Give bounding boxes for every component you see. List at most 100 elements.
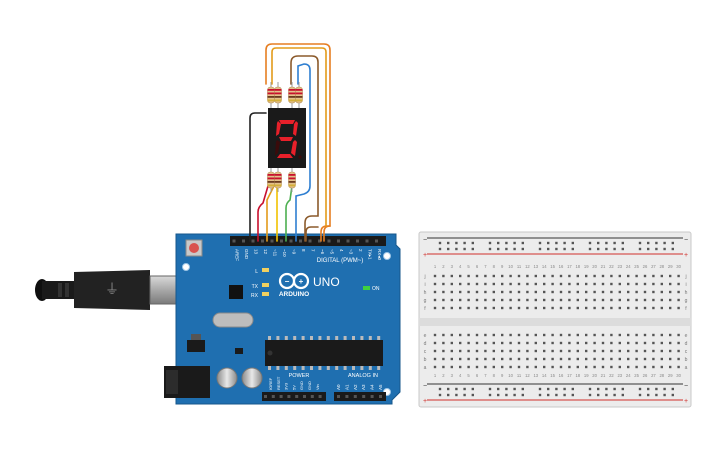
digital-pin-socket[interactable] — [375, 239, 378, 243]
rail-hole[interactable] — [613, 387, 616, 391]
terminal-hole[interactable] — [559, 341, 563, 345]
rail-hole[interactable] — [513, 247, 516, 251]
rail-hole[interactable] — [621, 387, 624, 391]
terminal-hole[interactable] — [660, 298, 663, 302]
terminal-hole[interactable] — [450, 365, 453, 369]
terminal-hole[interactable] — [585, 349, 588, 353]
terminal-hole[interactable] — [610, 365, 613, 369]
terminal-hole[interactable] — [517, 274, 521, 278]
rail-hole[interactable] — [505, 393, 508, 397]
rail-hole[interactable] — [497, 241, 500, 245]
digital-pin-socket[interactable] — [280, 239, 283, 243]
terminal-hole[interactable] — [660, 282, 663, 286]
terminal-hole[interactable] — [610, 333, 613, 337]
terminal-hole[interactable] — [467, 349, 470, 353]
terminal-hole[interactable] — [601, 349, 605, 353]
terminal-hole[interactable] — [652, 341, 655, 345]
analog-pin-header[interactable] — [334, 392, 386, 401]
terminal-hole[interactable] — [601, 298, 605, 302]
terminal-hole[interactable] — [517, 333, 521, 337]
terminal-hole[interactable] — [677, 349, 680, 353]
terminal-hole[interactable] — [593, 349, 596, 353]
terminal-hole[interactable] — [501, 357, 504, 361]
terminal-hole[interactable] — [627, 298, 630, 302]
terminal-hole[interactable] — [660, 349, 663, 353]
rail-hole[interactable] — [471, 247, 474, 251]
terminal-hole[interactable] — [467, 298, 470, 302]
terminal-hole[interactable] — [492, 306, 495, 310]
terminal-hole[interactable] — [635, 341, 638, 345]
rail-hole[interactable] — [497, 387, 500, 391]
terminal-hole[interactable] — [627, 290, 630, 294]
terminal-hole[interactable] — [660, 357, 663, 361]
terminal-hole[interactable] — [501, 349, 504, 353]
terminal-hole[interactable] — [442, 274, 445, 278]
rail-hole[interactable] — [605, 247, 608, 251]
terminal-hole[interactable] — [618, 290, 621, 294]
terminal-hole[interactable] — [643, 357, 647, 361]
power-pin-socket[interactable] — [287, 395, 291, 398]
terminal-hole[interactable] — [593, 357, 596, 361]
terminal-hole[interactable] — [450, 357, 453, 361]
rail-hole[interactable] — [605, 387, 608, 391]
terminal-hole[interactable] — [618, 349, 621, 353]
terminal-hole[interactable] — [433, 274, 437, 278]
terminal-hole[interactable] — [442, 282, 445, 286]
terminal-hole[interactable] — [559, 298, 563, 302]
terminal-hole[interactable] — [559, 333, 563, 337]
terminal-hole[interactable] — [475, 333, 479, 337]
analog-pin-socket[interactable] — [379, 395, 382, 398]
terminal-hole[interactable] — [543, 290, 546, 294]
terminal-hole[interactable] — [635, 365, 638, 369]
seven-segment-display[interactable]: 9 — [268, 108, 306, 168]
terminal-hole[interactable] — [635, 298, 638, 302]
terminal-hole[interactable] — [627, 333, 630, 337]
rail-hole[interactable] — [571, 241, 574, 245]
resistor[interactable] — [288, 82, 296, 108]
terminal-hole[interactable] — [543, 298, 546, 302]
terminal-hole[interactable] — [601, 306, 605, 310]
terminal-hole[interactable] — [501, 333, 504, 337]
rail-hole[interactable] — [521, 247, 524, 251]
rail-hole[interactable] — [505, 387, 508, 391]
terminal-hole[interactable] — [652, 306, 655, 310]
terminal-hole[interactable] — [610, 306, 613, 310]
terminal-hole[interactable] — [484, 290, 487, 294]
terminal-hole[interactable] — [576, 365, 579, 369]
rail-hole[interactable] — [447, 241, 450, 245]
rail-hole[interactable] — [513, 393, 516, 397]
rail-hole[interactable] — [471, 241, 474, 245]
terminal-hole[interactable] — [643, 365, 647, 369]
terminal-hole[interactable] — [643, 274, 647, 278]
terminal-hole[interactable] — [568, 298, 571, 302]
rail-hole[interactable] — [588, 387, 592, 391]
rail-hole[interactable] — [471, 387, 474, 391]
terminal-hole[interactable] — [669, 298, 672, 302]
terminal-hole[interactable] — [677, 282, 680, 286]
rail-hole[interactable] — [597, 393, 600, 397]
terminal-hole[interactable] — [669, 357, 672, 361]
terminal-hole[interactable] — [568, 349, 571, 353]
terminal-hole[interactable] — [669, 306, 672, 310]
power-pin-socket[interactable] — [264, 395, 267, 398]
terminal-hole[interactable] — [475, 306, 479, 310]
digital-pin-socket[interactable] — [299, 239, 302, 243]
terminal-hole[interactable] — [484, 365, 487, 369]
terminal-hole[interactable] — [475, 274, 479, 278]
rail-hole[interactable] — [497, 247, 500, 251]
terminal-hole[interactable] — [652, 298, 655, 302]
terminal-hole[interactable] — [576, 349, 579, 353]
digital-pin-socket[interactable] — [346, 239, 350, 243]
rail-hole[interactable] — [588, 247, 592, 251]
terminal-hole[interactable] — [433, 349, 437, 353]
terminal-hole[interactable] — [677, 306, 680, 310]
terminal-hole[interactable] — [534, 357, 537, 361]
rail-hole[interactable] — [588, 393, 592, 397]
rail-hole[interactable] — [538, 247, 542, 251]
terminal-hole[interactable] — [627, 341, 630, 345]
terminal-hole[interactable] — [585, 357, 588, 361]
rail-hole[interactable] — [547, 241, 550, 245]
terminal-hole[interactable] — [459, 274, 462, 278]
rail-hole[interactable] — [638, 247, 642, 251]
